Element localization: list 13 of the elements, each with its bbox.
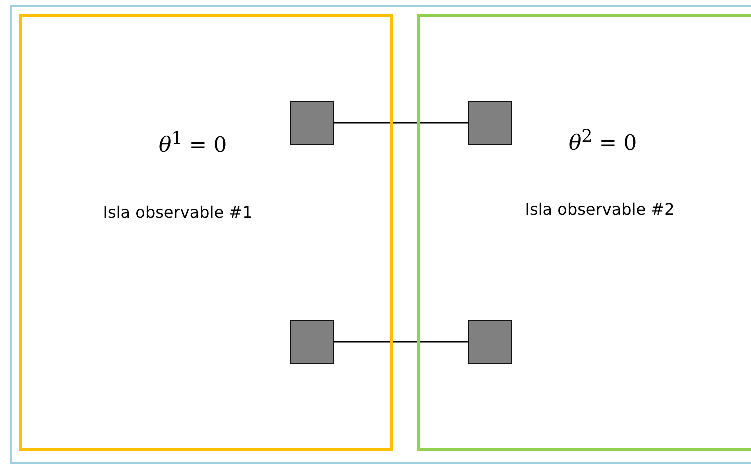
island-label: Isla observable #1	[103, 203, 253, 222]
island-label: Isla observable #2	[525, 200, 675, 219]
island-panel	[19, 14, 393, 451]
square-terminal	[468, 101, 512, 145]
formula-label: θ$^{1}$ = 0	[158, 129, 228, 157]
square-terminal	[290, 101, 334, 145]
formula-label: θ$^{2}$ = 0	[568, 127, 638, 155]
island-panel	[417, 14, 751, 451]
outer-frame	[10, 5, 751, 464]
connector-line	[334, 341, 468, 343]
connector-line	[334, 122, 468, 124]
square-terminal	[290, 320, 334, 364]
square-terminal	[468, 320, 512, 364]
